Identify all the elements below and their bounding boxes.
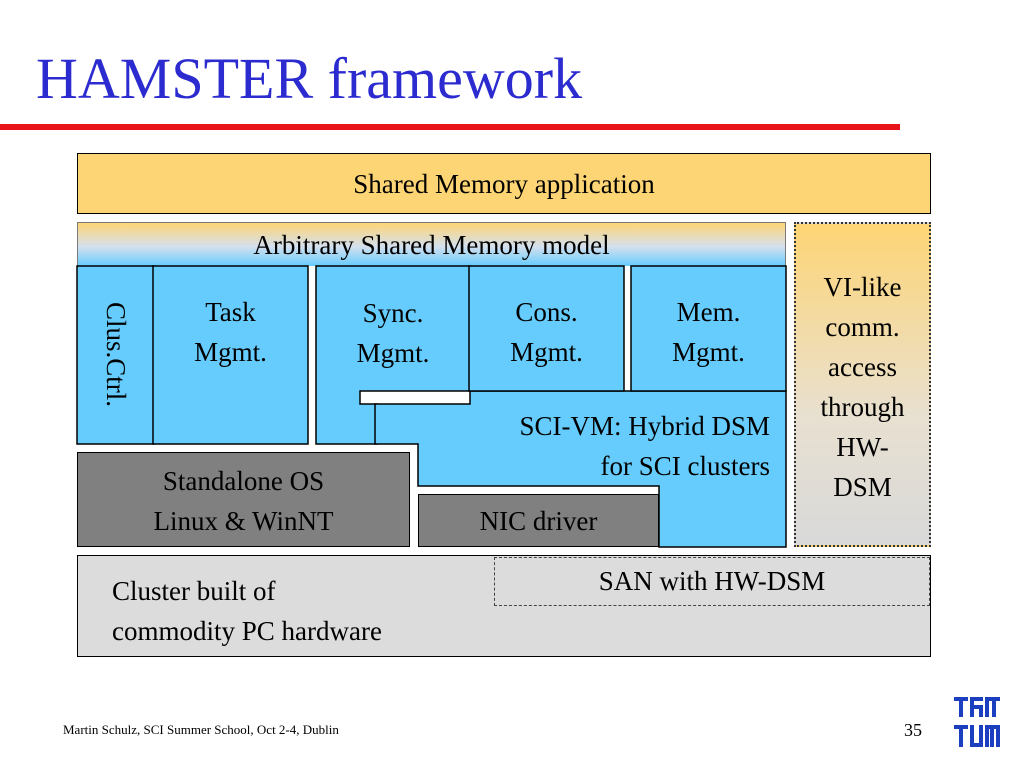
standalone-os-block: Standalone OS Linux & WinNT (77, 452, 410, 547)
shared-memory-application-layer: Shared Memory application (77, 153, 931, 214)
memory-management-block: Mem. Mgmt. (631, 266, 786, 391)
cluster-line-1: Cluster built of (112, 576, 276, 606)
task-mgmt-line-2: Mgmt. (194, 337, 267, 367)
vi-line-5: HW- (836, 432, 889, 462)
sync-management-block: Sync. Mgmt. (316, 266, 470, 373)
shared-memory-model-layer: Arbitrary Shared Memory model (77, 222, 786, 266)
sci-vm-label: SCI-VM: Hybrid DSM for SCI clusters (420, 406, 770, 486)
vi-line-3: access (828, 352, 897, 382)
vi-line-2: comm. (825, 312, 900, 342)
vi-line-6: DSM (833, 472, 892, 502)
mem-mgmt-line-1: Mem. (676, 297, 741, 327)
footer-text: Martin Schulz, SCI Summer School, Oct 2-… (63, 722, 339, 737)
cluster-control-label: Clus.Ctrl. (101, 302, 131, 408)
task-mgmt-line-1: Task (205, 297, 256, 327)
sync-mgmt-line-2: Mgmt. (356, 338, 430, 368)
vi-line-4: through (820, 392, 905, 422)
sci-vm-line-2: for SCI clusters (600, 451, 770, 481)
cons-mgmt-line-1: Cons. (515, 297, 578, 327)
slide-title: HAMSTER framework (36, 46, 583, 111)
consistency-management-block: Cons. Mgmt. (469, 266, 624, 391)
cluster-line-2: commodity PC hardware (112, 616, 382, 646)
task-management-block: Task Mgmt. (153, 266, 308, 444)
mem-mgmt-line-2: Mgmt. (672, 337, 745, 367)
san-hw-dsm-block: SAN with HW-DSM (494, 557, 930, 606)
sync-mgmt-line-1: Sync. (362, 298, 424, 328)
cluster-hardware-layer (77, 555, 931, 657)
cluster-control-block: Clus.Ctrl. (77, 266, 154, 444)
tum-logo-icon (954, 697, 1000, 747)
vi-line-1: VI-like (823, 272, 902, 302)
vi-like-access-block: VI-like comm. access through HW- DSM (794, 222, 931, 547)
page-number: 35 (904, 720, 922, 740)
nic-driver-block: NIC driver (418, 494, 659, 547)
cluster-hardware-label: Cluster built of commodity PC hardware (112, 571, 382, 651)
title-underline (0, 124, 900, 130)
cons-mgmt-line-2: Mgmt. (510, 337, 583, 367)
sci-vm-line-1: SCI-VM: Hybrid DSM (519, 411, 770, 441)
os-line-1: Standalone OS (162, 466, 325, 496)
os-line-2: Linux & WinNT (153, 506, 334, 536)
